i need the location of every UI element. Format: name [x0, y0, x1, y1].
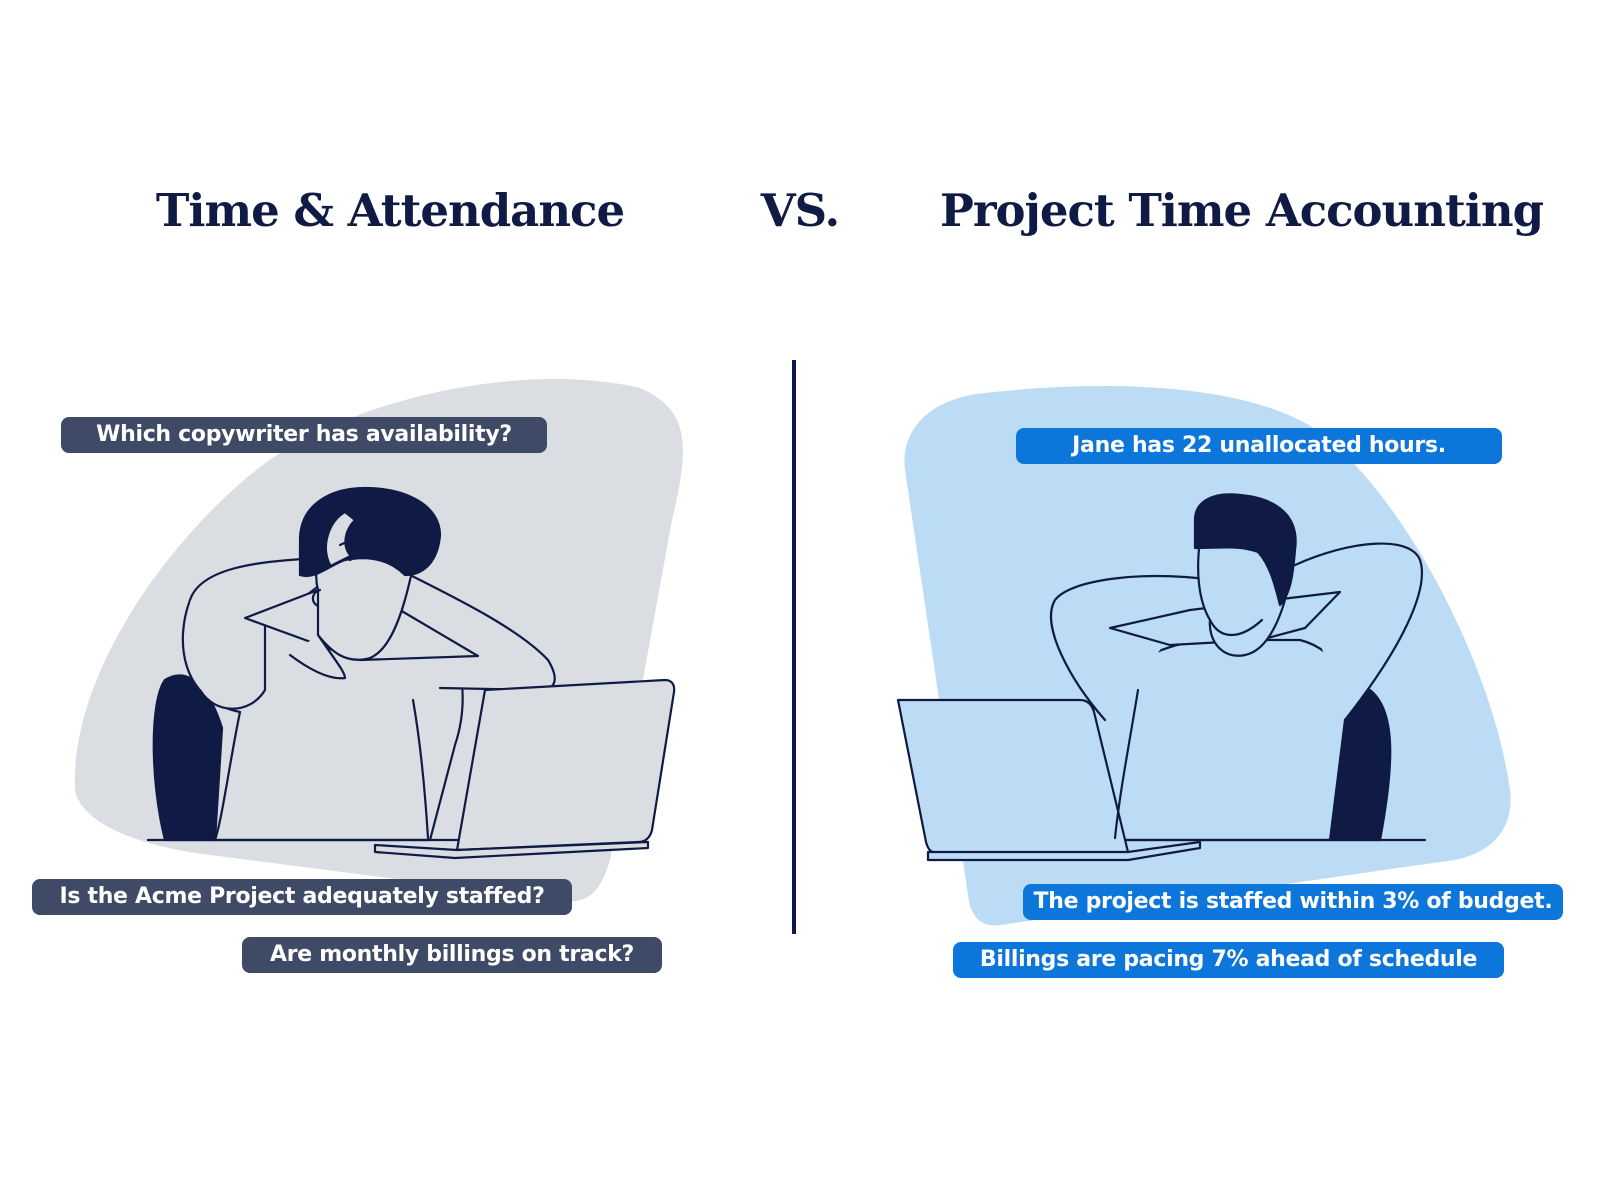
question-pill-staffing: Is the Acme Project adequately staffed?	[32, 879, 572, 915]
center-divider	[792, 360, 796, 934]
vs-label: VS.	[760, 184, 840, 237]
right-person-hair	[1193, 493, 1297, 607]
left-laptop	[455, 678, 676, 852]
right-title: Project Time Accounting	[940, 184, 1544, 237]
answer-pill-availability: Jane has 22 unallocated hours.	[1016, 428, 1502, 464]
stressed-person-illustration	[146, 486, 676, 860]
relaxed-person-illustration	[896, 493, 1427, 862]
left-title: Time & Attendance	[155, 184, 625, 237]
question-pill-billings: Are monthly billings on track?	[242, 937, 662, 973]
answer-pill-staffing: The project is staffed within 3% of budg…	[1023, 884, 1563, 920]
answer-pill-billings: Billings are pacing 7% ahead of schedule	[953, 942, 1504, 978]
question-pill-availability: Which copywriter has availability?	[61, 417, 547, 453]
right-laptop	[896, 698, 1130, 856]
